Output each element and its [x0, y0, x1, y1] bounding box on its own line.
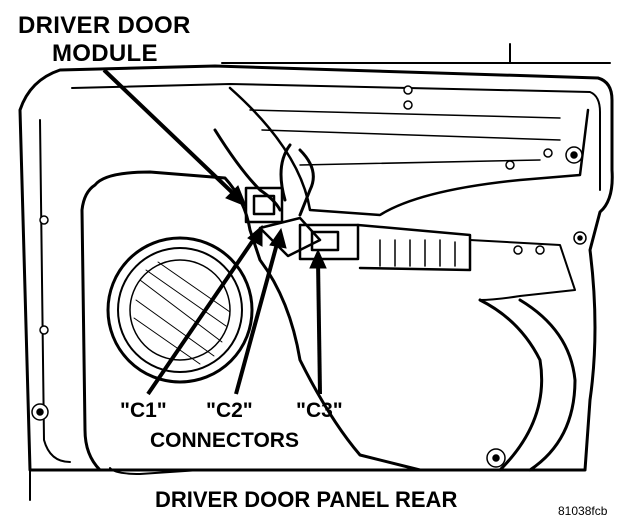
bolt-icon [31, 85, 587, 468]
c2-leader [234, 239, 280, 395]
connector-c1-label: "C1" [120, 399, 167, 422]
module-leader [102, 68, 240, 200]
c3-leader [316, 259, 322, 395]
arrow-head-icon [247, 224, 263, 247]
connector-c2-label: "C2" [206, 399, 253, 422]
arrow-head-icon [309, 248, 327, 269]
module-label-line2: MODULE [52, 40, 158, 67]
c1-leader [146, 234, 258, 396]
arrow-head-icon [269, 227, 287, 249]
figure-code: 81038fcb [558, 504, 608, 518]
inner-opening [80, 170, 422, 472]
lower-rail [478, 298, 577, 472]
door-outer-frame [18, 64, 614, 472]
connectors-label: CONNECTORS [150, 429, 299, 452]
panel-caption: DRIVER DOOR PANEL REAR [155, 487, 458, 512]
arrow-head-icon [225, 185, 247, 207]
door-inner-frame [71, 83, 601, 191]
wiring-harness [213, 128, 315, 217]
module-label-line1: DRIVER DOOR [18, 12, 191, 39]
connector-c3-label: "C3" [296, 399, 343, 422]
speaker [106, 236, 254, 384]
connector-cluster [244, 186, 472, 272]
